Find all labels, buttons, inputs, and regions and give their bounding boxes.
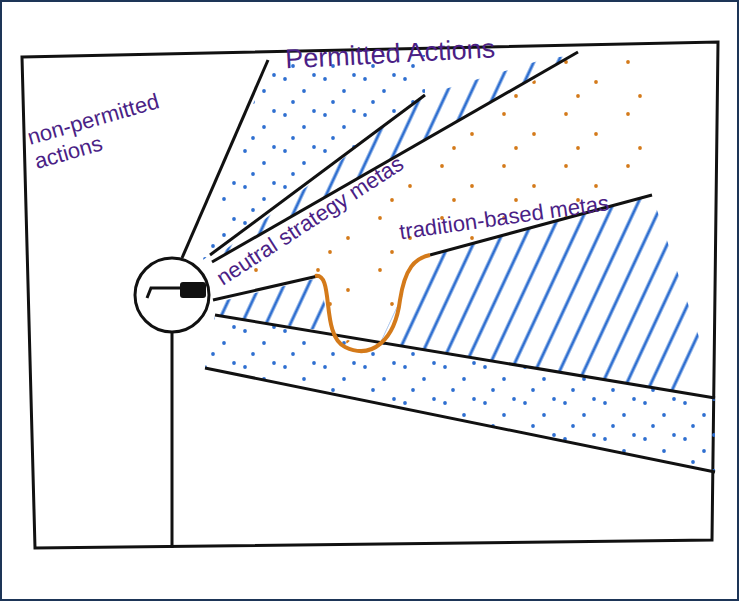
region-label: neutral strategy metas [198, 142, 421, 299]
frame [22, 42, 718, 548]
boundary-line [205, 368, 715, 472]
region-label: Permitted Actions [284, 28, 605, 76]
figure-visor [180, 282, 206, 298]
region-label: tradition-based metas [398, 181, 679, 245]
figure-face [147, 288, 182, 298]
figure-body [171, 332, 174, 548]
region-label: non-permitted actions [25, 76, 212, 174]
figure-head [135, 258, 209, 332]
boundary-line [182, 60, 268, 258]
orange-curve [315, 255, 430, 351]
